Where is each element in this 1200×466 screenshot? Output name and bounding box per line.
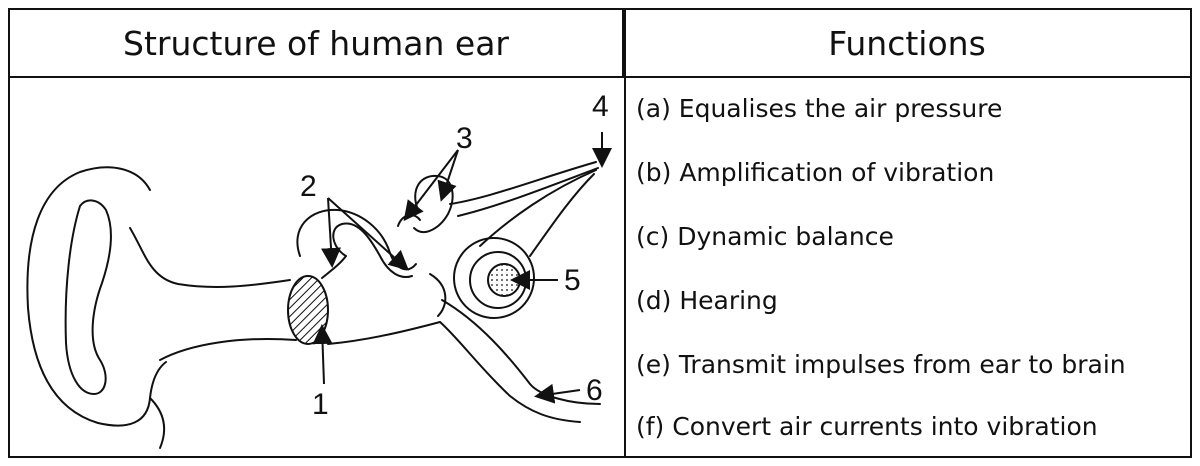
column-divider: [624, 10, 626, 456]
ossicle-inner: [332, 222, 413, 278]
ear-function-table: Structure of human ear Functions: [8, 8, 1192, 458]
diagram-label-2: 2: [300, 170, 317, 203]
header-structure: Structure of human ear: [10, 10, 624, 76]
header-functions: Functions: [828, 23, 986, 63]
semicircular-canal-b: [397, 214, 421, 227]
eustachian-tube-bottom: [439, 321, 581, 423]
function-a: (a) Equalises the air pressure: [636, 94, 1003, 123]
function-e: (e) Transmit impulses from ear to brain: [636, 350, 1126, 379]
auditory-nerve-2: [457, 167, 599, 217]
auditory-nerve-1: [449, 161, 597, 205]
function-b: (b) Amplification of vibration: [636, 158, 995, 187]
ear-diagram: 1 2 3 4 5 6: [10, 78, 624, 456]
eustachian-tube-top: [441, 299, 601, 405]
auditory-nerve-3: [479, 169, 597, 247]
vestibule-lower: [429, 273, 447, 317]
middle-ear-floor: [327, 321, 441, 345]
function-c: (c) Dynamic balance: [636, 222, 894, 251]
ear-diagram-svg: 1 2 3 4 5 6: [26, 90, 612, 449]
diagram-label-4: 4: [592, 90, 609, 123]
diagram-label-3: 3: [456, 122, 473, 155]
functions-list: (a) Equalises the air pressure (b) Ampli…: [636, 78, 1190, 456]
ear-canal-bottom: [159, 337, 297, 361]
function-f: (f) Convert air currents into vibration: [636, 412, 1098, 441]
earlobe-tail: [149, 397, 166, 449]
diagram-label-1: 1: [312, 388, 329, 421]
diagram-label-6: 6: [586, 374, 603, 407]
middle-ear-top: [321, 255, 347, 279]
pinna-inner: [64, 199, 112, 395]
function-d: (d) Hearing: [636, 286, 778, 315]
auditory-nerve-4: [529, 173, 595, 257]
cochlea-outer: [453, 237, 535, 319]
header-divider: [10, 76, 1190, 78]
concha-upper: [129, 227, 291, 288]
diagram-label-5: 5: [564, 264, 581, 297]
